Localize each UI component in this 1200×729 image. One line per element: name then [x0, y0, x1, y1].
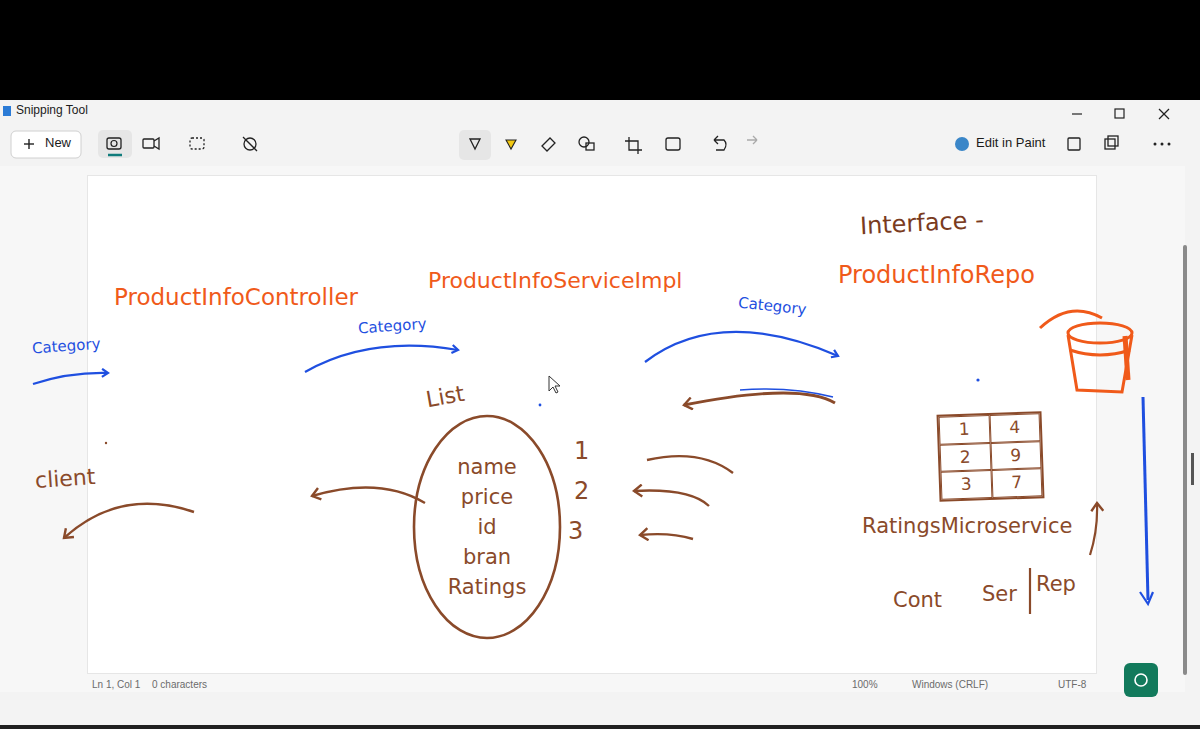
- table-cell: 4: [989, 413, 1040, 442]
- flow-label: Category: [737, 294, 807, 318]
- status-text: 0 characters: [152, 679, 207, 691]
- data-table: 142937: [938, 413, 1043, 504]
- callout-number: 3: [568, 518, 583, 546]
- app-icon: [3, 106, 11, 116]
- flow-label: Category: [31, 336, 101, 358]
- table-cell: 2: [940, 443, 991, 472]
- data-arrow: [640, 534, 693, 539]
- bottom-bar: [0, 725, 1200, 729]
- layer-label: Cont: [893, 588, 942, 612]
- status-text: Windows (CRLF): [912, 679, 988, 691]
- list-body: name price id branRatings: [448, 452, 527, 603]
- scroll-thumb: [1191, 453, 1194, 485]
- list-ellipse: ListnamepriceidbranRatings: [412, 414, 562, 640]
- component-name: ProductInfoController: [114, 284, 358, 310]
- scrollbar: [1183, 245, 1187, 675]
- callout-number: 2: [574, 478, 589, 506]
- category-arrow: [33, 373, 108, 384]
- up-arrow: [1090, 503, 1097, 555]
- table-grid: 142937: [937, 411, 1045, 501]
- table-cell: 9: [990, 441, 1041, 470]
- category-arrow: [305, 346, 458, 372]
- return-arrow: [740, 389, 833, 397]
- layer-label: Ser: [982, 582, 1017, 606]
- return-arrow: [64, 504, 194, 538]
- assistant-button: [1124, 663, 1158, 697]
- field-name: price: [461, 485, 513, 509]
- separator-line: [1029, 568, 1031, 614]
- window-controls: [1072, 109, 1169, 119]
- data-arrow: [634, 491, 709, 506]
- field-name: id: [477, 515, 496, 539]
- table-cell: 7: [991, 468, 1042, 497]
- status-text: 100%: [852, 679, 878, 691]
- field-name: name: [457, 455, 517, 479]
- component-name: ProductInfoRepo: [838, 262, 1035, 290]
- table-cell: 3: [941, 470, 992, 499]
- service-name: RatingsMicroservice: [862, 514, 1072, 538]
- field-name: bran: [463, 545, 511, 569]
- toolbar: [11, 130, 1171, 160]
- button-label: Edit in Paint: [976, 136, 1045, 151]
- data-arrow: [647, 456, 733, 473]
- return-arrow: [312, 487, 425, 503]
- status-text: Ln 1, Col 1: [92, 679, 140, 691]
- button-label: New: [45, 136, 71, 151]
- flow-label: Category: [357, 316, 427, 338]
- component-name: ProductInfoServiceImpl: [428, 268, 682, 293]
- table-cell: 1: [939, 415, 990, 444]
- mouse-cursor: [549, 376, 560, 393]
- vertical-line: [1143, 397, 1148, 600]
- status-text: UTF-8: [1058, 679, 1086, 691]
- category-arrow: [645, 332, 838, 362]
- actor-label: client: [34, 464, 96, 493]
- list-heading: List: [424, 381, 466, 413]
- window-title: Snipping Tool: [16, 104, 88, 118]
- return-arrow: [684, 393, 835, 405]
- field-name: Ratings: [448, 575, 527, 599]
- callout-number: 1: [574, 438, 589, 466]
- interface-label: Interface -: [859, 207, 984, 241]
- database-icon: [1040, 311, 1132, 392]
- layer-label: Rep: [1036, 572, 1076, 596]
